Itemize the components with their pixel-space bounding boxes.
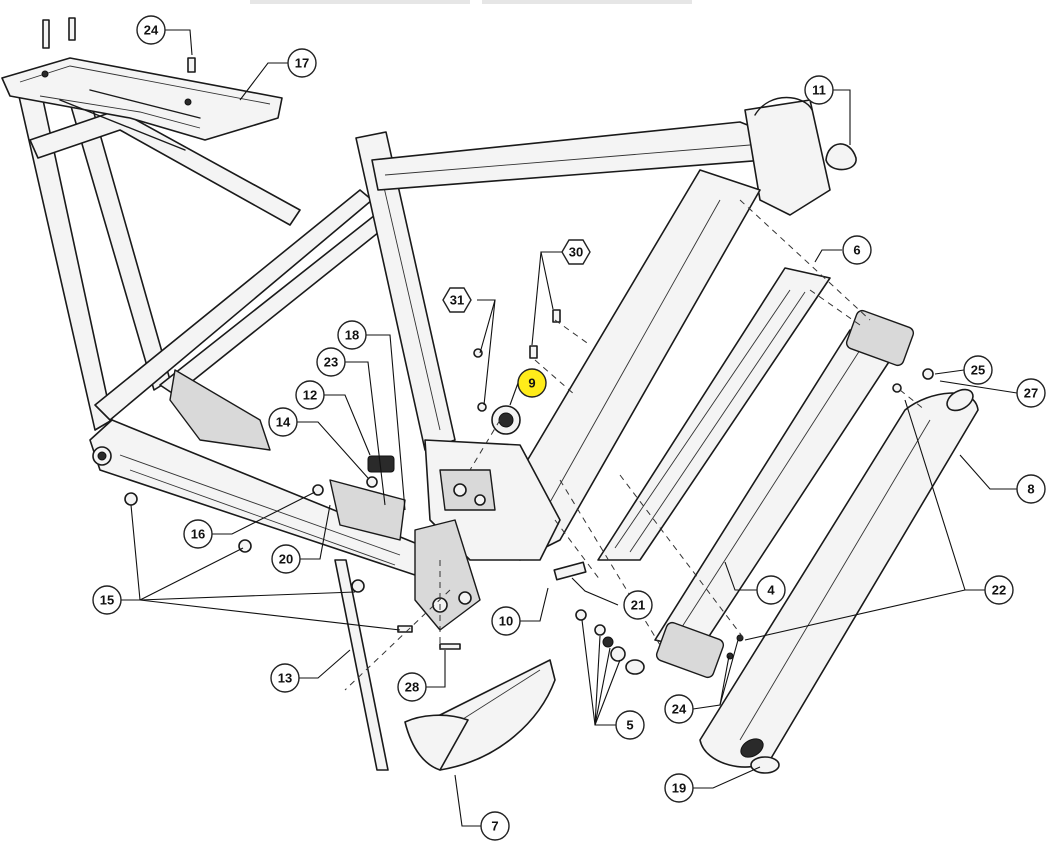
- svg-text:31: 31: [450, 293, 464, 308]
- head-tube: [744, 99, 831, 216]
- callout-27: 24: [136, 15, 166, 45]
- svg-text:19: 19: [672, 781, 686, 796]
- callout-25: 28: [397, 672, 427, 702]
- svg-text:21: 21: [631, 598, 645, 613]
- top-margin-strip: [482, 0, 692, 4]
- callout-29: 27: [1016, 378, 1046, 408]
- callouts: 24 17 11 6 30 31 18 23 9 12 14 25 27 8 1…: [92, 15, 1046, 841]
- screw-30b: [529, 345, 538, 359]
- callout-31: 31: [442, 287, 472, 313]
- callout-14: 14: [268, 407, 298, 437]
- svg-text:4: 4: [767, 583, 775, 598]
- callout-13: 13: [270, 663, 300, 693]
- callout-22: 22: [984, 575, 1014, 605]
- callout-6: 6: [842, 235, 872, 265]
- battery-lock-bottom: [655, 621, 725, 679]
- svg-text:23: 23: [324, 355, 338, 370]
- battery-lock-top: [845, 309, 915, 367]
- cable-guide-11: [825, 143, 857, 171]
- svg-text:12: 12: [303, 388, 317, 403]
- svg-text:10: 10: [499, 614, 513, 629]
- screw-31b: [477, 402, 487, 412]
- callout-4: 4: [756, 575, 786, 605]
- battery-holder: [654, 309, 915, 679]
- callout-20: 20: [271, 544, 301, 574]
- battery-rail: [597, 267, 831, 561]
- clip-15b: [238, 539, 252, 553]
- callout-16: 16: [183, 519, 213, 549]
- callout-12: 12: [295, 380, 325, 410]
- screw-24b: [726, 652, 734, 660]
- svg-text:28: 28: [405, 680, 419, 695]
- callout-11: 11: [804, 75, 834, 105]
- top-margin-strip: [250, 0, 470, 4]
- callout-10: 10: [491, 606, 521, 636]
- callout-19: 19: [664, 773, 694, 803]
- callout-18: 18: [337, 320, 367, 350]
- seat-tube: [355, 131, 456, 451]
- svg-text:24: 24: [672, 702, 687, 717]
- assembly-lines: [344, 199, 926, 691]
- svg-text:8: 8: [1027, 482, 1034, 497]
- part-16: [312, 484, 324, 496]
- svg-text:20: 20: [279, 552, 293, 567]
- callout-24: 24: [664, 694, 694, 724]
- svg-text:9: 9: [528, 376, 535, 391]
- svg-text:18: 18: [345, 328, 359, 343]
- callout-21: 21: [623, 590, 653, 620]
- svg-text:15: 15: [100, 593, 114, 608]
- bottom-guard: [404, 659, 556, 771]
- end-cap-19: [750, 756, 780, 774]
- part-21: [553, 561, 587, 581]
- svg-text:6: 6: [853, 243, 860, 258]
- lower-brace: [159, 214, 385, 396]
- grommet-14: [366, 476, 378, 488]
- clip-15a: [124, 492, 138, 506]
- screw-29: [892, 383, 902, 393]
- svg-text:14: 14: [276, 415, 291, 430]
- callout-7: 7: [480, 811, 510, 841]
- rear-rack: [1, 57, 283, 151]
- callout-17: 17: [287, 48, 317, 78]
- bike-frame: [17, 85, 831, 576]
- screw-24a: [736, 634, 744, 642]
- callout-23: 23: [316, 347, 346, 377]
- svg-text:11: 11: [812, 83, 826, 98]
- svg-text:5: 5: [626, 718, 633, 733]
- rear-bracket: [169, 369, 271, 451]
- svg-text:25: 25: [971, 363, 985, 378]
- callout-15: 15: [92, 585, 122, 615]
- battery-cover: [699, 388, 979, 768]
- rod-13: [334, 559, 389, 771]
- clip-15c: [351, 579, 365, 593]
- svg-text:13: 13: [278, 671, 292, 686]
- svg-text:17: 17: [295, 56, 309, 71]
- callout-30: 30: [561, 239, 591, 265]
- motor-mount-plate: [439, 469, 496, 511]
- svg-text:7: 7: [491, 819, 498, 834]
- bolts-top: [42, 17, 196, 73]
- hardware-5: [575, 609, 645, 675]
- clip-15d: [397, 625, 413, 633]
- svg-text:22: 22: [992, 583, 1006, 598]
- svg-text:30: 30: [569, 245, 583, 260]
- bolt-25: [439, 643, 461, 650]
- screw-30a: [552, 309, 561, 323]
- svg-text:24: 24: [144, 23, 159, 38]
- leader-lines: [121, 29, 1018, 827]
- svg-text:16: 16: [191, 527, 205, 542]
- callout-9: 9: [517, 368, 547, 398]
- svg-text:27: 27: [1024, 386, 1038, 401]
- screw-28: [922, 368, 934, 380]
- callout-28: 25: [963, 355, 993, 385]
- chainstay-bracket: [329, 479, 406, 541]
- callout-8: 8: [1016, 474, 1046, 504]
- callout-5: 5: [615, 710, 645, 740]
